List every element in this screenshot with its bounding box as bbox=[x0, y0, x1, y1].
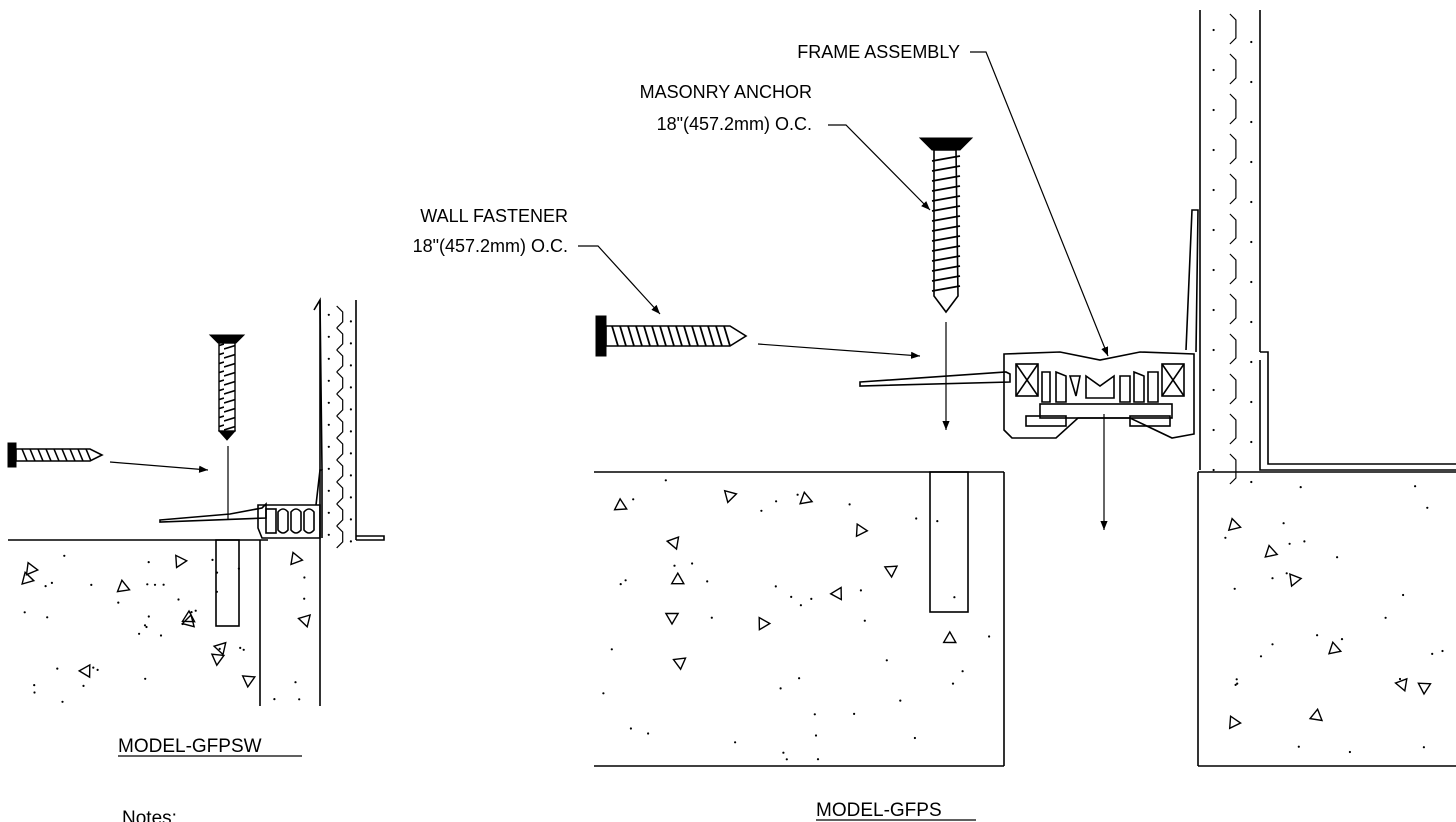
right-concrete-slab-left bbox=[594, 471, 1005, 767]
wall-fastener-spacing: 18"(457.2mm) O.C. bbox=[413, 236, 568, 256]
left-wall bbox=[319, 300, 385, 706]
right-concrete-aggregate-left bbox=[602, 479, 991, 761]
wall-fastener-icon bbox=[595, 315, 748, 357]
left-wall-hatch bbox=[327, 305, 352, 549]
wall-flange bbox=[1185, 209, 1199, 353]
right-concrete-aggregate-right bbox=[1224, 485, 1444, 754]
left-anchor-hole bbox=[215, 539, 240, 627]
left-model-title: MODEL-GFPSW bbox=[118, 736, 262, 757]
right-detail bbox=[594, 10, 1456, 767]
notes-label: Notes: bbox=[122, 808, 177, 822]
right-wall bbox=[1199, 10, 1456, 485]
masonry-anchor-spacing: 18"(457.2mm) O.C. bbox=[657, 114, 812, 134]
masonry-anchor-label: MASONRY ANCHOR bbox=[640, 82, 812, 102]
frame-assembly-leader bbox=[970, 51, 1109, 357]
left-vertical-screw-icon bbox=[208, 334, 246, 441]
masonry-anchor-icon bbox=[918, 137, 974, 314]
left-cover-profile bbox=[159, 297, 323, 539]
right-anchor-hole bbox=[929, 471, 969, 613]
masonry-anchor-leader bbox=[828, 124, 931, 211]
left-concrete-slab bbox=[8, 539, 312, 706]
leaders bbox=[578, 51, 1109, 357]
frame-assembly bbox=[859, 351, 1195, 439]
wall-fastener-leader bbox=[578, 245, 661, 315]
frame-assembly-label: FRAME ASSEMBLY bbox=[797, 42, 960, 62]
right-wall-hatch bbox=[1212, 13, 1253, 485]
wall-fastener-label: WALL FASTENER bbox=[420, 206, 568, 226]
left-detail bbox=[7, 297, 385, 706]
left-horizontal-screw-icon bbox=[7, 442, 104, 468]
right-model-title: MODEL-GFPS bbox=[816, 800, 942, 821]
left-concrete-aggregate bbox=[21, 551, 312, 703]
right-concrete-slab-right bbox=[1197, 471, 1456, 767]
